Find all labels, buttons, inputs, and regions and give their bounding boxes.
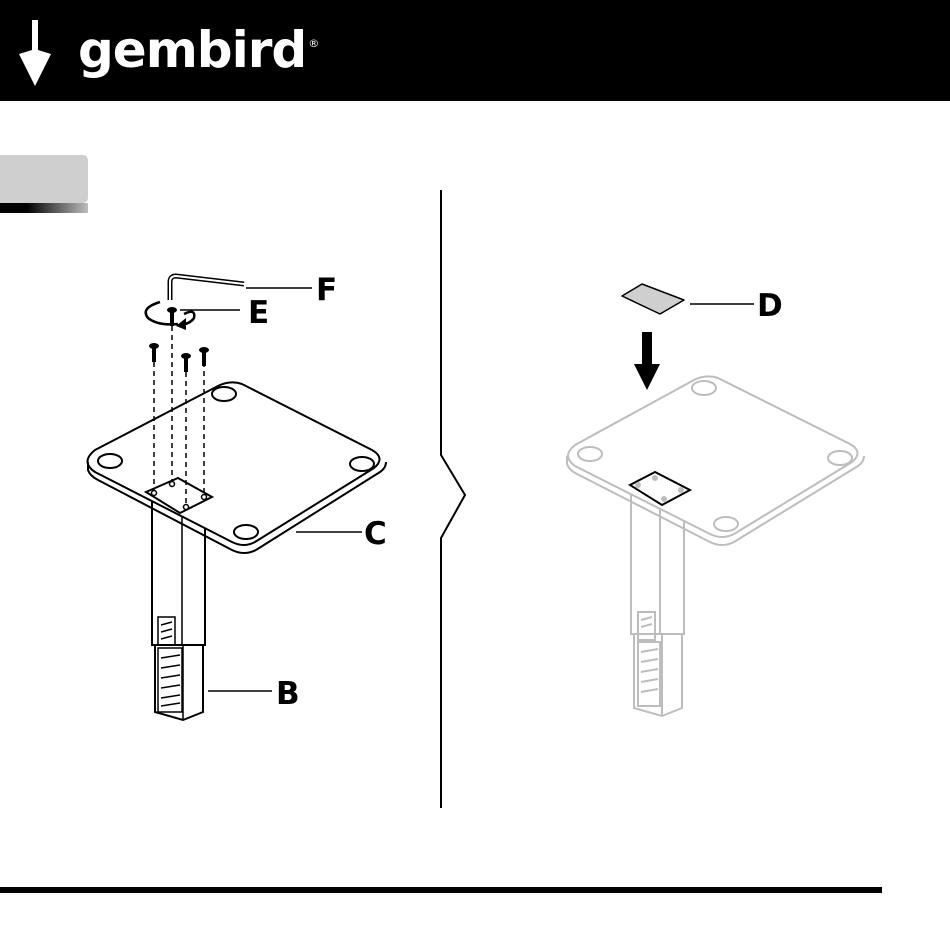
mounting-plate-c xyxy=(88,382,380,545)
adhesive-pad-d xyxy=(622,284,684,314)
callout-label-d: D xyxy=(757,288,783,324)
callout-label-f: F xyxy=(316,272,337,308)
left-assembly-step: F E C B xyxy=(88,272,387,720)
leg-inner-tube-b xyxy=(155,645,203,720)
footer-rule xyxy=(0,887,882,893)
down-arrow-icon xyxy=(634,332,660,390)
right-assembly-step: D xyxy=(567,284,864,716)
callout-label-e: E xyxy=(248,295,269,331)
faded-leg-inner-tube xyxy=(634,634,682,716)
callout-label-b: B xyxy=(276,676,300,712)
panel-divider xyxy=(441,190,465,808)
allen-key-f xyxy=(170,276,244,300)
screws-e xyxy=(149,307,209,372)
faded-mounting-plate xyxy=(568,376,858,537)
callout-label-c: C xyxy=(364,516,387,552)
